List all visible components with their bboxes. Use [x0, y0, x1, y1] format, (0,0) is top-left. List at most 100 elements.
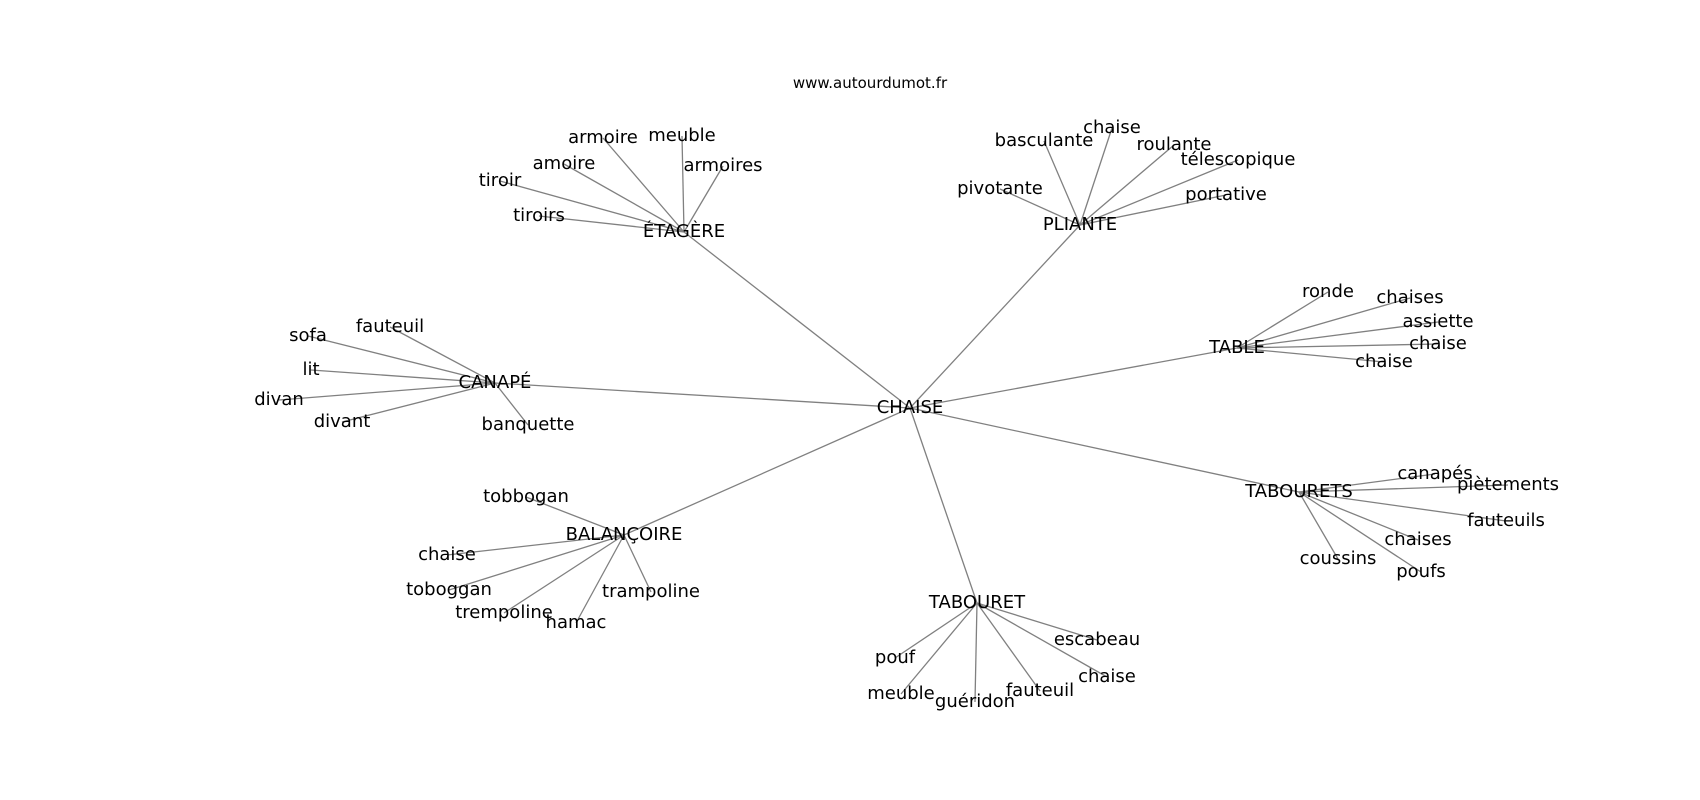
edge-center-to-hub [909, 224, 1081, 409]
edge-hub-to-leaf [1298, 484, 1509, 493]
edge-center-to-hub [683, 231, 911, 409]
edge-hub-to-leaf [310, 369, 496, 384]
leaf-node: poufs [1396, 561, 1446, 582]
leaf-node: chaise [1355, 351, 1413, 372]
edge-hub-to-leaf [623, 534, 652, 593]
edge-hub-to-leaf [1298, 491, 1419, 541]
edge-hub-to-leaf [499, 180, 685, 233]
edge-center-to-hub [909, 347, 1238, 409]
edge-hub-to-leaf [1079, 127, 1113, 226]
leaf-node: assiette [1402, 311, 1473, 332]
edge-hub-to-leaf [976, 602, 1108, 678]
edge-hub-to-leaf [1236, 297, 1411, 349]
leaf-node: chaise [1078, 666, 1136, 687]
edge-hub-to-leaf [683, 165, 724, 233]
leaf-node: canapés [1397, 463, 1472, 484]
leaf-node: banquette [482, 414, 575, 435]
leaf-node: armoires [683, 155, 762, 176]
leaf-node: lit [302, 359, 319, 380]
edge-hub-to-leaf [1298, 491, 1507, 522]
leaf-node: chaises [1384, 529, 1451, 550]
edge-hub-to-leaf [1079, 159, 1239, 226]
edge-hub-to-leaf [1236, 343, 1439, 349]
edge-hub-to-leaf [1043, 140, 1081, 226]
leaf-node: toboggan [406, 579, 492, 600]
hub-node: BALANÇOIRE [566, 524, 683, 545]
leaf-node: fauteuil [356, 316, 424, 337]
edge-hub-to-leaf [446, 534, 625, 556]
leaf-node: ronde [1302, 281, 1354, 302]
leaf-node: télescopique [1181, 149, 1296, 170]
edge-hub-to-leaf [1298, 473, 1436, 493]
edge-hub-to-leaf [1236, 321, 1439, 349]
leaf-node: pouf [875, 647, 916, 668]
edge-hub-to-leaf [681, 135, 685, 233]
leaf-node: coussins [1300, 548, 1377, 569]
edge-hub-to-leaf [1079, 194, 1227, 226]
edge-hub-to-leaf [999, 188, 1081, 226]
edge-hub-to-leaf [575, 534, 625, 624]
hub-node: PLIANTE [1043, 214, 1117, 235]
hub-node: ÉTAGÈRE [643, 220, 725, 242]
edge-hub-to-leaf [525, 496, 625, 536]
edge-hub-to-leaf [448, 534, 625, 591]
leaf-node: guéridon [935, 691, 1015, 712]
site-label[interactable]: www.autourdumot.fr [793, 74, 948, 92]
leaf-node: trempoline [455, 602, 553, 623]
edge-hub-to-leaf [307, 335, 496, 384]
edge-hub-to-leaf [494, 382, 529, 426]
leaf-node: amoire [533, 153, 596, 174]
hub-node: CANAPÉ [459, 371, 532, 393]
leaf-node: chaise [418, 544, 476, 565]
edge-hub-to-leaf [563, 163, 685, 233]
edge-hub-to-leaf [1079, 144, 1175, 226]
leaf-node: escabeau [1054, 629, 1140, 650]
leaf-node: chaise [1083, 117, 1141, 138]
edge-hub-to-leaf [976, 602, 1098, 641]
hub-node: TABOURETS [1244, 481, 1353, 502]
leaf-node: piètements [1457, 474, 1559, 495]
leaf-node: tobbogan [483, 486, 569, 507]
leaf-node: fauteuil [1006, 680, 1074, 701]
edge-hub-to-leaf [900, 602, 978, 695]
hub-node: TABOURET [928, 592, 1026, 613]
edge-hub-to-leaf [389, 326, 496, 384]
leaf-node: tiroirs [513, 205, 565, 226]
leaf-node: sofa [289, 325, 327, 346]
leaf-node: basculante [995, 130, 1094, 151]
edge-hub-to-leaf [974, 602, 978, 703]
edge-center-to-hub [909, 407, 978, 604]
leaf-node: pivotante [957, 178, 1043, 199]
leaf-node: divant [314, 411, 371, 432]
leaf-node: chaises [1376, 287, 1443, 308]
leaf-node: divan [254, 389, 304, 410]
leaf-node: trampoline [602, 581, 700, 602]
edge-center-to-hub [909, 407, 1300, 493]
edge-hub-to-leaf [602, 137, 685, 233]
edge-hub-to-leaf [1236, 291, 1329, 349]
leaf-node: tiroir [479, 170, 522, 191]
edge-hub-to-leaf [538, 215, 685, 233]
leaf-node: armoire [568, 127, 638, 148]
edge-hub-to-leaf [894, 602, 978, 659]
labels: www.autourdumot.fr CHAISE ÉTAGÈRE armoire m… [254, 74, 1559, 712]
hub-node: TABLE [1208, 337, 1265, 358]
center-node: CHAISE [877, 397, 944, 418]
edge-hub-to-leaf [1298, 491, 1339, 560]
leaf-node: fauteuils [1467, 510, 1545, 531]
leaf-node: meuble [867, 683, 935, 704]
edge-hub-to-leaf [278, 382, 496, 401]
edge-center-to-hub [623, 407, 911, 536]
edges [278, 127, 1509, 703]
leaf-node: meuble [648, 125, 716, 146]
edge-hub-to-leaf [1236, 347, 1385, 363]
edge-hub-to-leaf [1298, 491, 1422, 573]
leaf-node: hamac [546, 612, 607, 633]
edge-hub-to-leaf [503, 534, 625, 614]
edge-hub-to-leaf [976, 602, 1041, 692]
edge-hub-to-leaf [341, 382, 496, 423]
leaf-node: portative [1185, 184, 1267, 205]
leaf-node: roulante [1137, 134, 1212, 155]
edge-center-to-hub [494, 382, 911, 409]
